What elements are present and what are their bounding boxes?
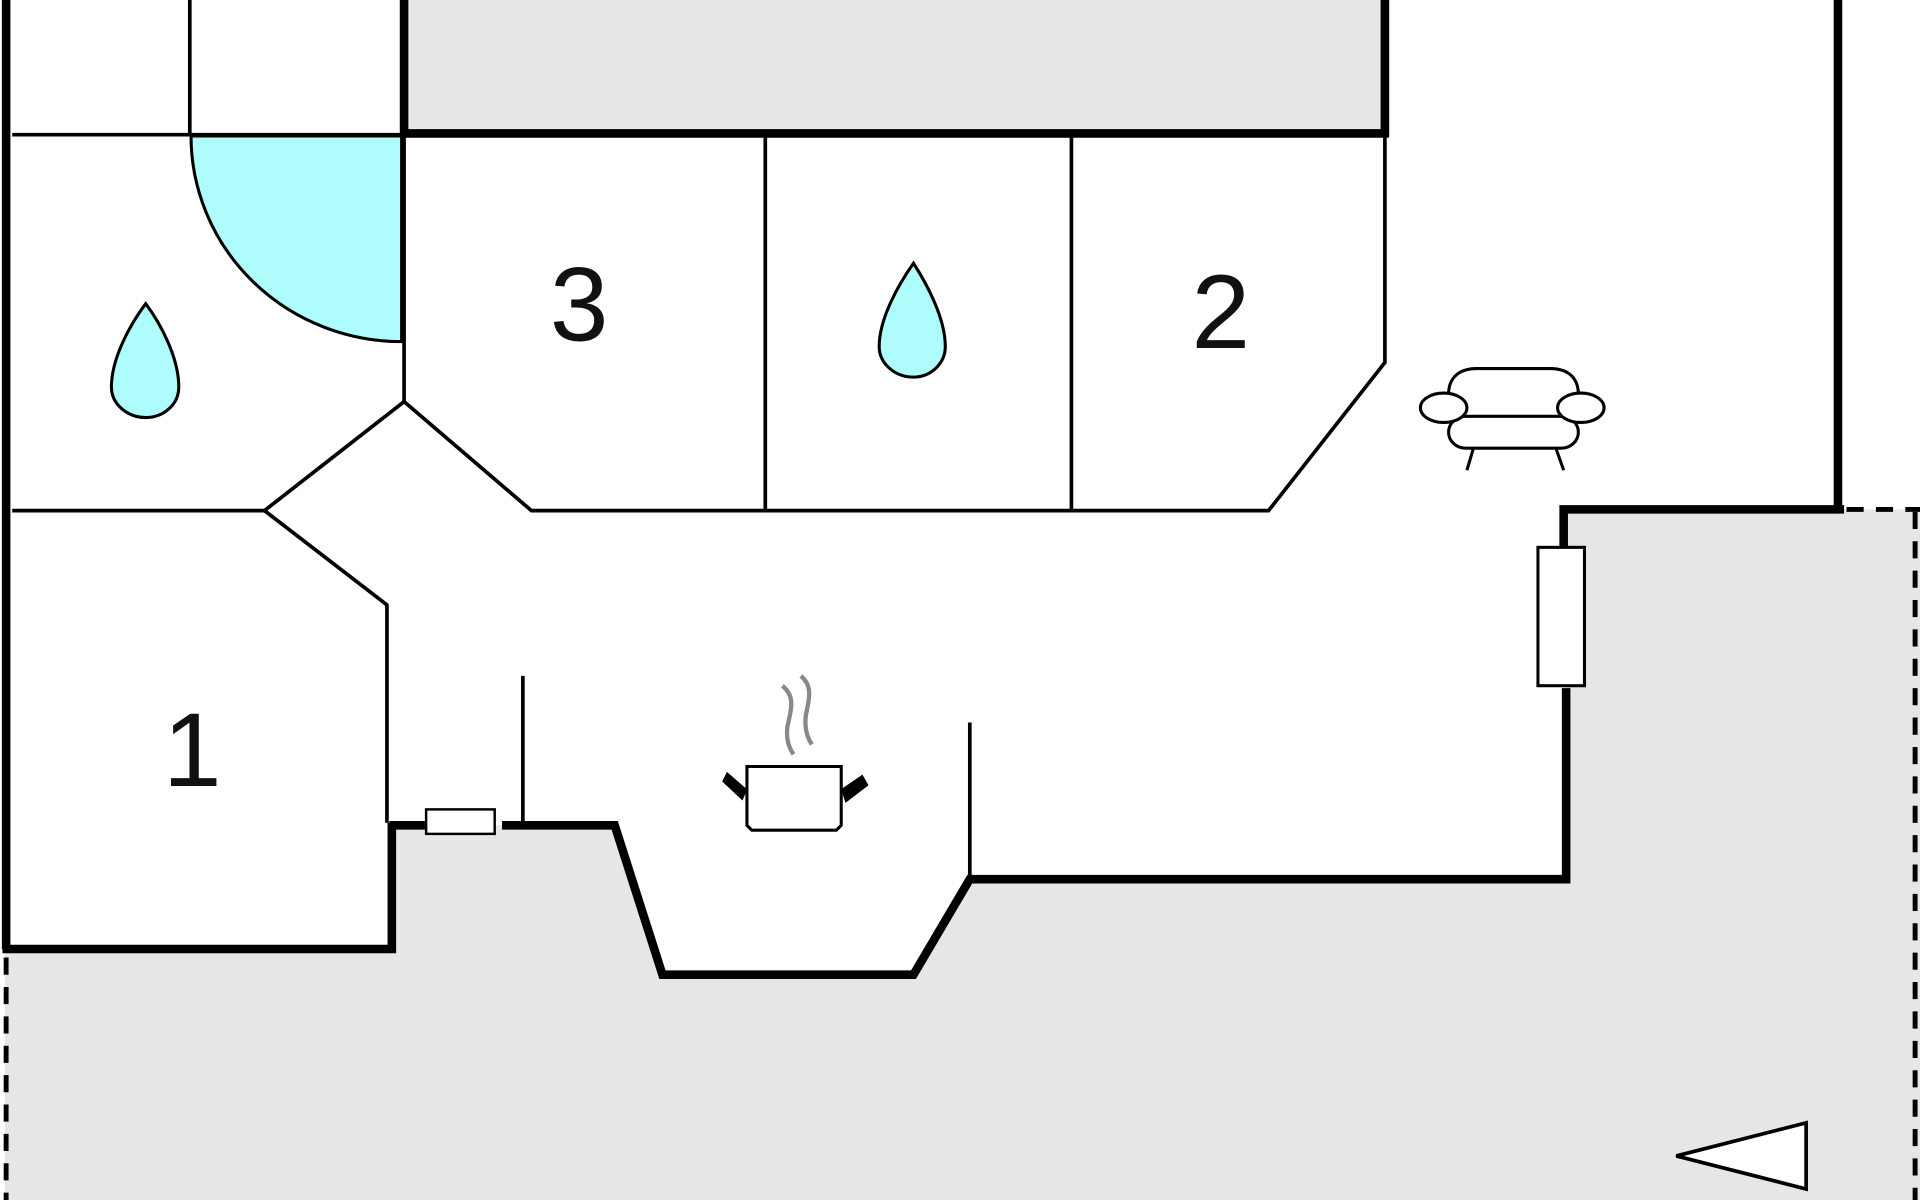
north-arrow-icon — [1675, 1120, 1808, 1192]
cooking-pot-icon — [722, 674, 869, 832]
wall-segment — [263, 509, 389, 823]
wall-segment — [502, 688, 1571, 979]
water-drop-icon — [109, 301, 181, 420]
sofa-armrest-right — [1556, 391, 1606, 424]
sofa-backrest — [1447, 367, 1580, 395]
room-label-1: 1 — [163, 692, 222, 809]
sofa-leg — [1554, 448, 1566, 471]
top-outdoor-area — [405, 0, 1385, 133]
terrace-area — [4, 509, 1920, 1200]
pot-handle-left — [722, 771, 748, 801]
steam-line — [780, 684, 796, 756]
sofa-seat — [1447, 414, 1580, 450]
pot-handle-right — [840, 774, 869, 803]
sofa-armrest-left — [1418, 391, 1469, 424]
sofa-icon — [1418, 367, 1606, 471]
sofa-leg — [1465, 448, 1475, 471]
shower-area — [189, 134, 404, 344]
pot-body — [745, 765, 843, 832]
property-boundary — [3, 506, 1920, 1200]
exterior-walls — [1, 0, 1845, 979]
room-label-2: 2 — [1192, 254, 1251, 371]
window — [424, 808, 496, 836]
window — [1536, 545, 1587, 688]
outdoor-areas — [4, 0, 1920, 1200]
wall-segment — [1559, 505, 1845, 547]
water-drop-icon — [877, 260, 947, 379]
room-label-3: 3 — [550, 246, 609, 363]
interior-walls — [12, 0, 1387, 877]
wall-segment — [263, 137, 1387, 513]
wall-segment — [2, 822, 397, 954]
steam-line — [799, 674, 814, 746]
